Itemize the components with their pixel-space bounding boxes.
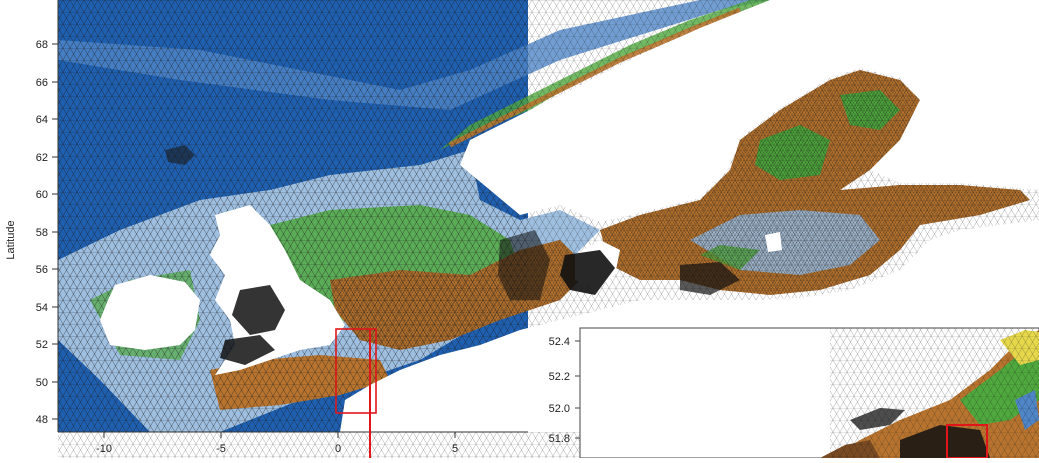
lat-tick-label: 52 <box>36 339 48 351</box>
latitude-ticks: 68 66 64 62 60 58 56 54 52 50 48 <box>36 39 58 426</box>
land-scandinavia <box>460 0 1039 222</box>
inset-lat-tick-label: 52.0 <box>549 403 570 415</box>
lon-tick-label: 5 <box>452 443 458 455</box>
land-ireland <box>100 275 200 350</box>
lat-tick-label: 62 <box>36 152 48 164</box>
highlight-box-main <box>335 328 377 414</box>
lat-tick-label: 54 <box>36 302 48 314</box>
longitude-ticks: -10 -5 0 5 <box>96 432 458 455</box>
lat-tick-label: 50 <box>36 377 48 389</box>
y-axis-title: Latitude <box>5 220 17 259</box>
lon-tick-label: -5 <box>216 443 226 455</box>
inset-lat-tick-label: 52.4 <box>549 336 570 348</box>
lat-tick-label: 56 <box>36 264 48 276</box>
dense-mesh-areas <box>220 230 740 365</box>
lat-tick-label: 64 <box>36 114 48 126</box>
lat-tick-label: 58 <box>36 227 48 239</box>
lat-tick-label: 68 <box>36 39 48 51</box>
lon-tick-label: -10 <box>96 443 112 455</box>
lat-tick-label: 60 <box>36 189 48 201</box>
lat-tick-label: 66 <box>36 77 48 89</box>
lon-tick-label: 0 <box>335 443 341 455</box>
lat-tick-label: 48 <box>36 414 48 426</box>
inset-map-panel: 52.4 52.2 52.0 51.8 <box>549 327 1039 459</box>
inset-lat-tick-label: 52.2 <box>549 371 570 383</box>
land-great-britain <box>210 205 345 375</box>
inset-lat-tick-label: 51.8 <box>549 433 570 445</box>
